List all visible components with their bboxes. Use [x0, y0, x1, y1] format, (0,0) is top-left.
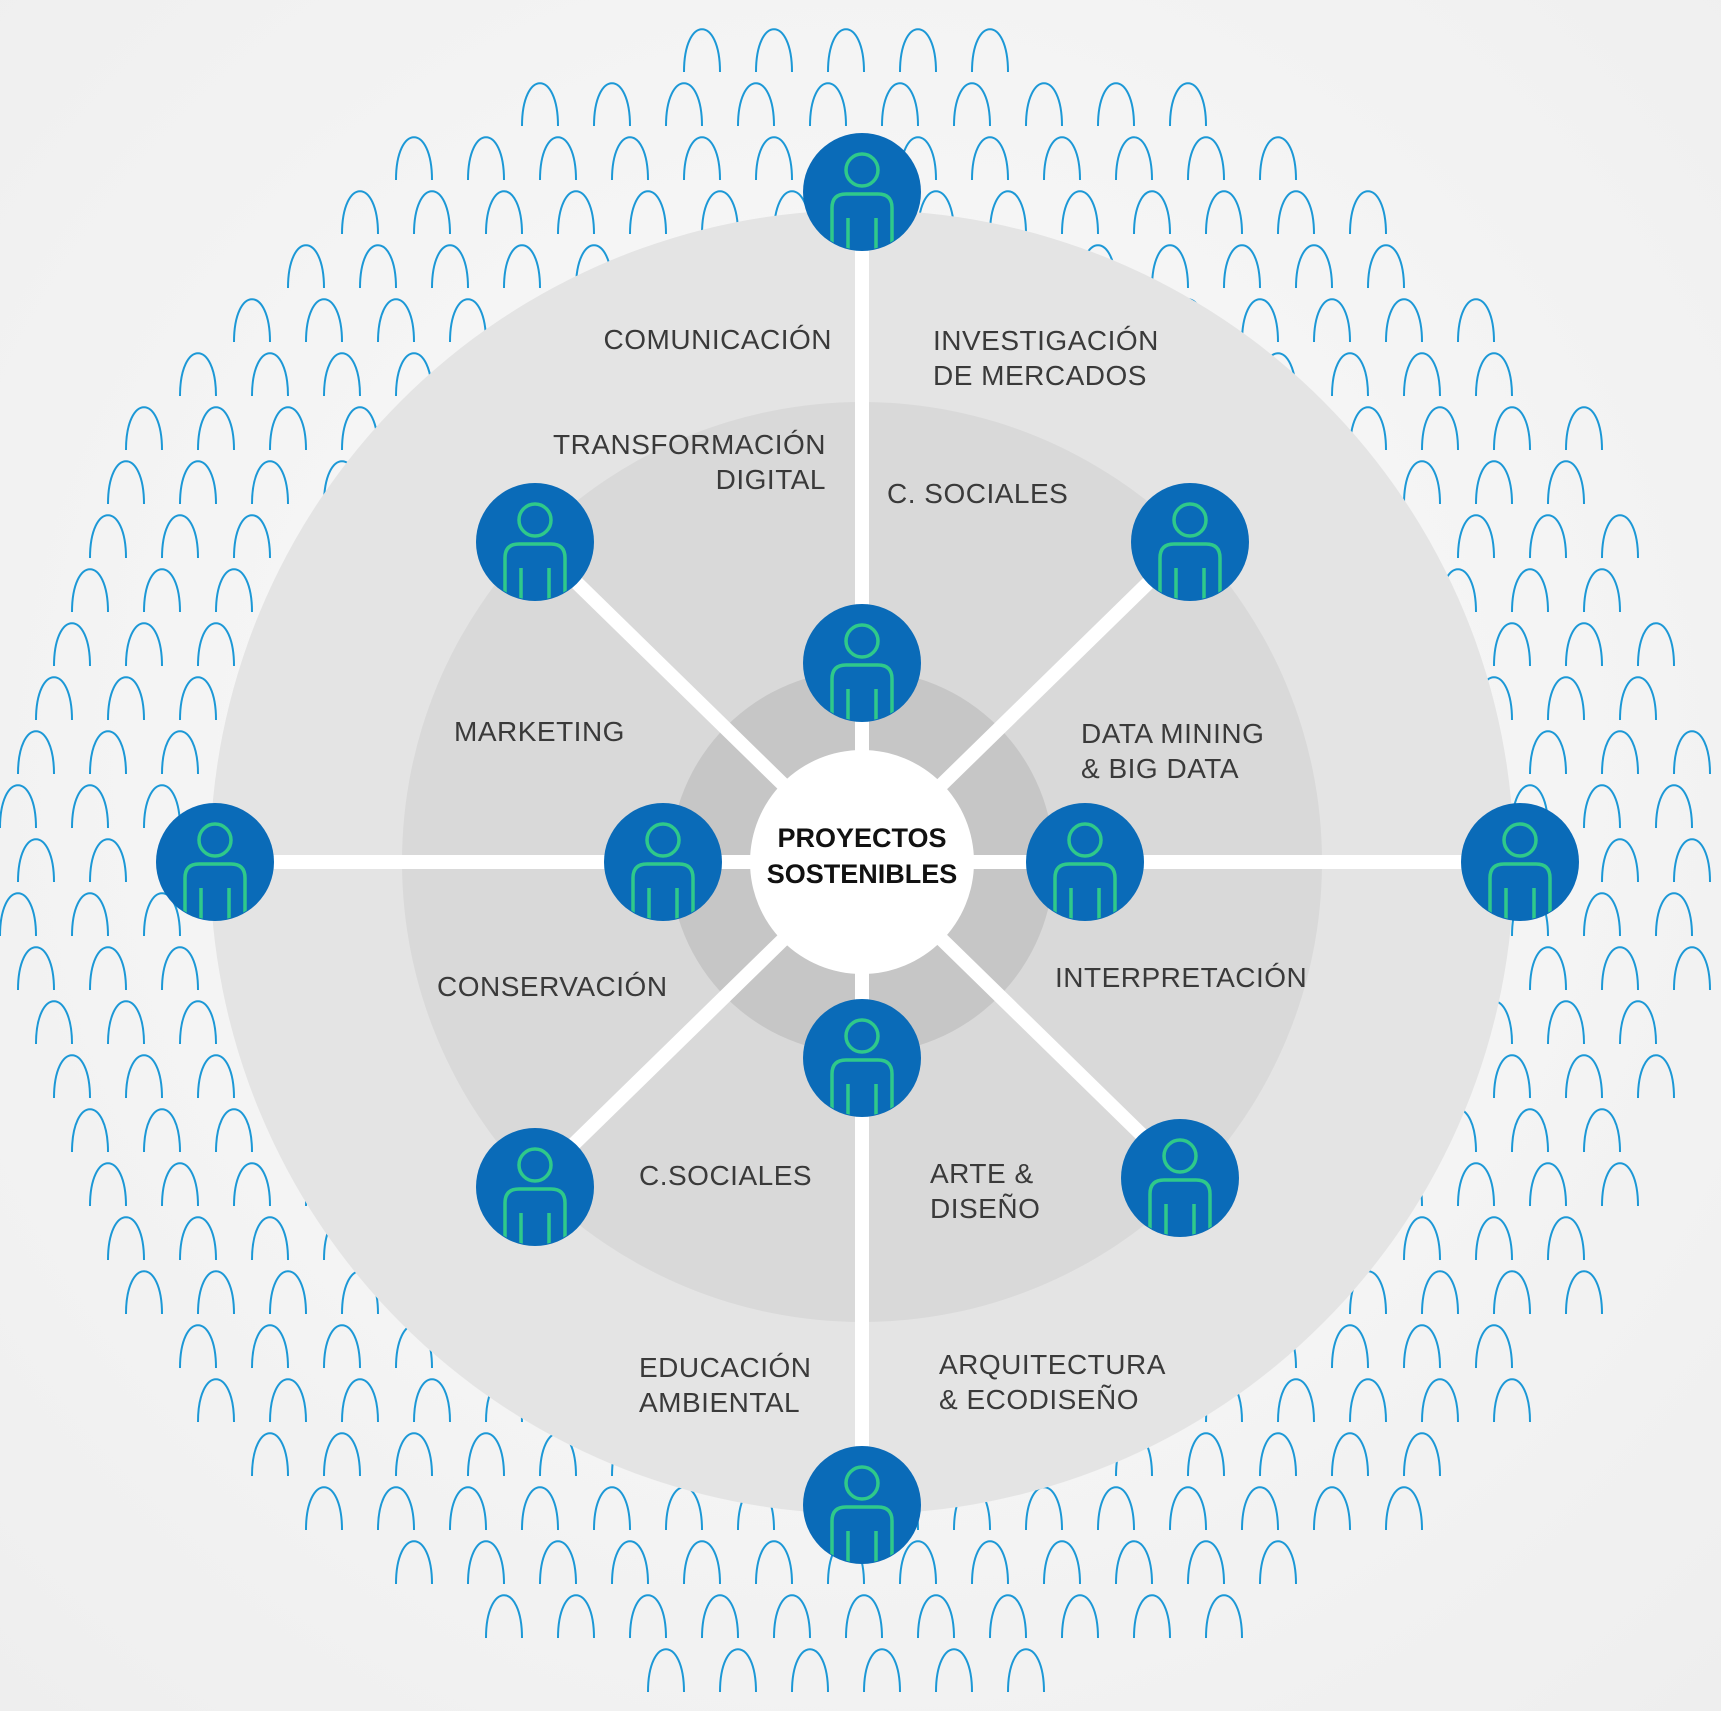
person-icon	[503, 502, 567, 600]
person-icon	[1488, 822, 1552, 920]
person-icon	[631, 822, 695, 920]
node-upper-right	[1131, 483, 1249, 601]
label-conservacion: CONSERVACIÓN	[437, 971, 668, 1002]
node-left-outer	[156, 803, 274, 921]
person-icon	[830, 1465, 894, 1563]
node-lower-left	[476, 1128, 594, 1246]
node-circle	[476, 483, 594, 601]
node-circle	[1121, 1119, 1239, 1237]
node-circle	[156, 803, 274, 921]
node-right-outer	[1461, 803, 1579, 921]
node-top-outer	[803, 133, 921, 251]
label-arquitectura-line2: & ECODISEÑO	[939, 1384, 1139, 1415]
person-icon	[1148, 1138, 1212, 1236]
node-top-inner	[803, 604, 921, 722]
center-circle	[750, 750, 974, 974]
label-investigacion-line1: INVESTIGACIÓN	[933, 325, 1159, 356]
label-data-mining-line1: DATA MINING	[1081, 718, 1264, 749]
wave-row	[395, 136, 1297, 181]
labels: COMUNICACIÓN INVESTIGACIÓN DE MERCADOS T…	[437, 324, 1307, 1418]
person-nodes	[156, 133, 1579, 1564]
person-icon	[1053, 822, 1117, 920]
person-icon	[830, 152, 894, 250]
node-right-inner	[1026, 803, 1144, 921]
label-transformacion-line2: DIGITAL	[716, 464, 826, 495]
node-circle	[1131, 483, 1249, 601]
label-interpretacion: INTERPRETACIÓN	[1055, 962, 1307, 993]
node-circle	[476, 1128, 594, 1246]
wave-row	[521, 82, 1207, 127]
node-circle	[604, 803, 722, 921]
label-c-sociales-bottom: C.SOCIALES	[639, 1160, 812, 1191]
node-upper-left	[476, 483, 594, 601]
wave-row	[341, 190, 1387, 235]
center-title-line1: PROYECTOS	[777, 823, 946, 853]
person-icon	[503, 1147, 567, 1245]
node-circle	[1461, 803, 1579, 921]
center-title-line2: SOSTENIBLES	[767, 859, 958, 889]
label-c-sociales-top: C. SOCIALES	[887, 478, 1068, 509]
node-circle	[1026, 803, 1144, 921]
person-icon	[830, 623, 894, 721]
person-icon	[830, 1018, 894, 1116]
label-arte-line2: DISEÑO	[930, 1193, 1040, 1224]
person-icon	[183, 822, 247, 920]
label-data-mining-line2: & BIG DATA	[1081, 753, 1239, 784]
label-marketing: MARKETING	[454, 716, 625, 747]
label-transformacion-line1: TRANSFORMACIÓN	[553, 429, 826, 460]
node-circle	[803, 604, 921, 722]
label-arte-line1: ARTE &	[930, 1158, 1034, 1189]
label-comunicacion: COMUNICACIÓN	[604, 324, 832, 355]
label-educacion-line2: AMBIENTAL	[639, 1387, 800, 1418]
node-circle	[803, 133, 921, 251]
wave-row	[485, 1594, 1243, 1639]
node-bottom-outer	[803, 1446, 921, 1564]
label-investigacion-line2: DE MERCADOS	[933, 360, 1147, 391]
node-bottom-inner	[803, 999, 921, 1117]
node-lower-right	[1121, 1119, 1239, 1237]
node-circle	[803, 999, 921, 1117]
label-arquitectura-line1: ARQUITECTURA	[939, 1349, 1166, 1380]
node-circle	[803, 1446, 921, 1564]
node-left-inner	[604, 803, 722, 921]
person-icon	[1158, 502, 1222, 600]
label-educacion-line1: EDUCACIÓN	[639, 1352, 812, 1383]
